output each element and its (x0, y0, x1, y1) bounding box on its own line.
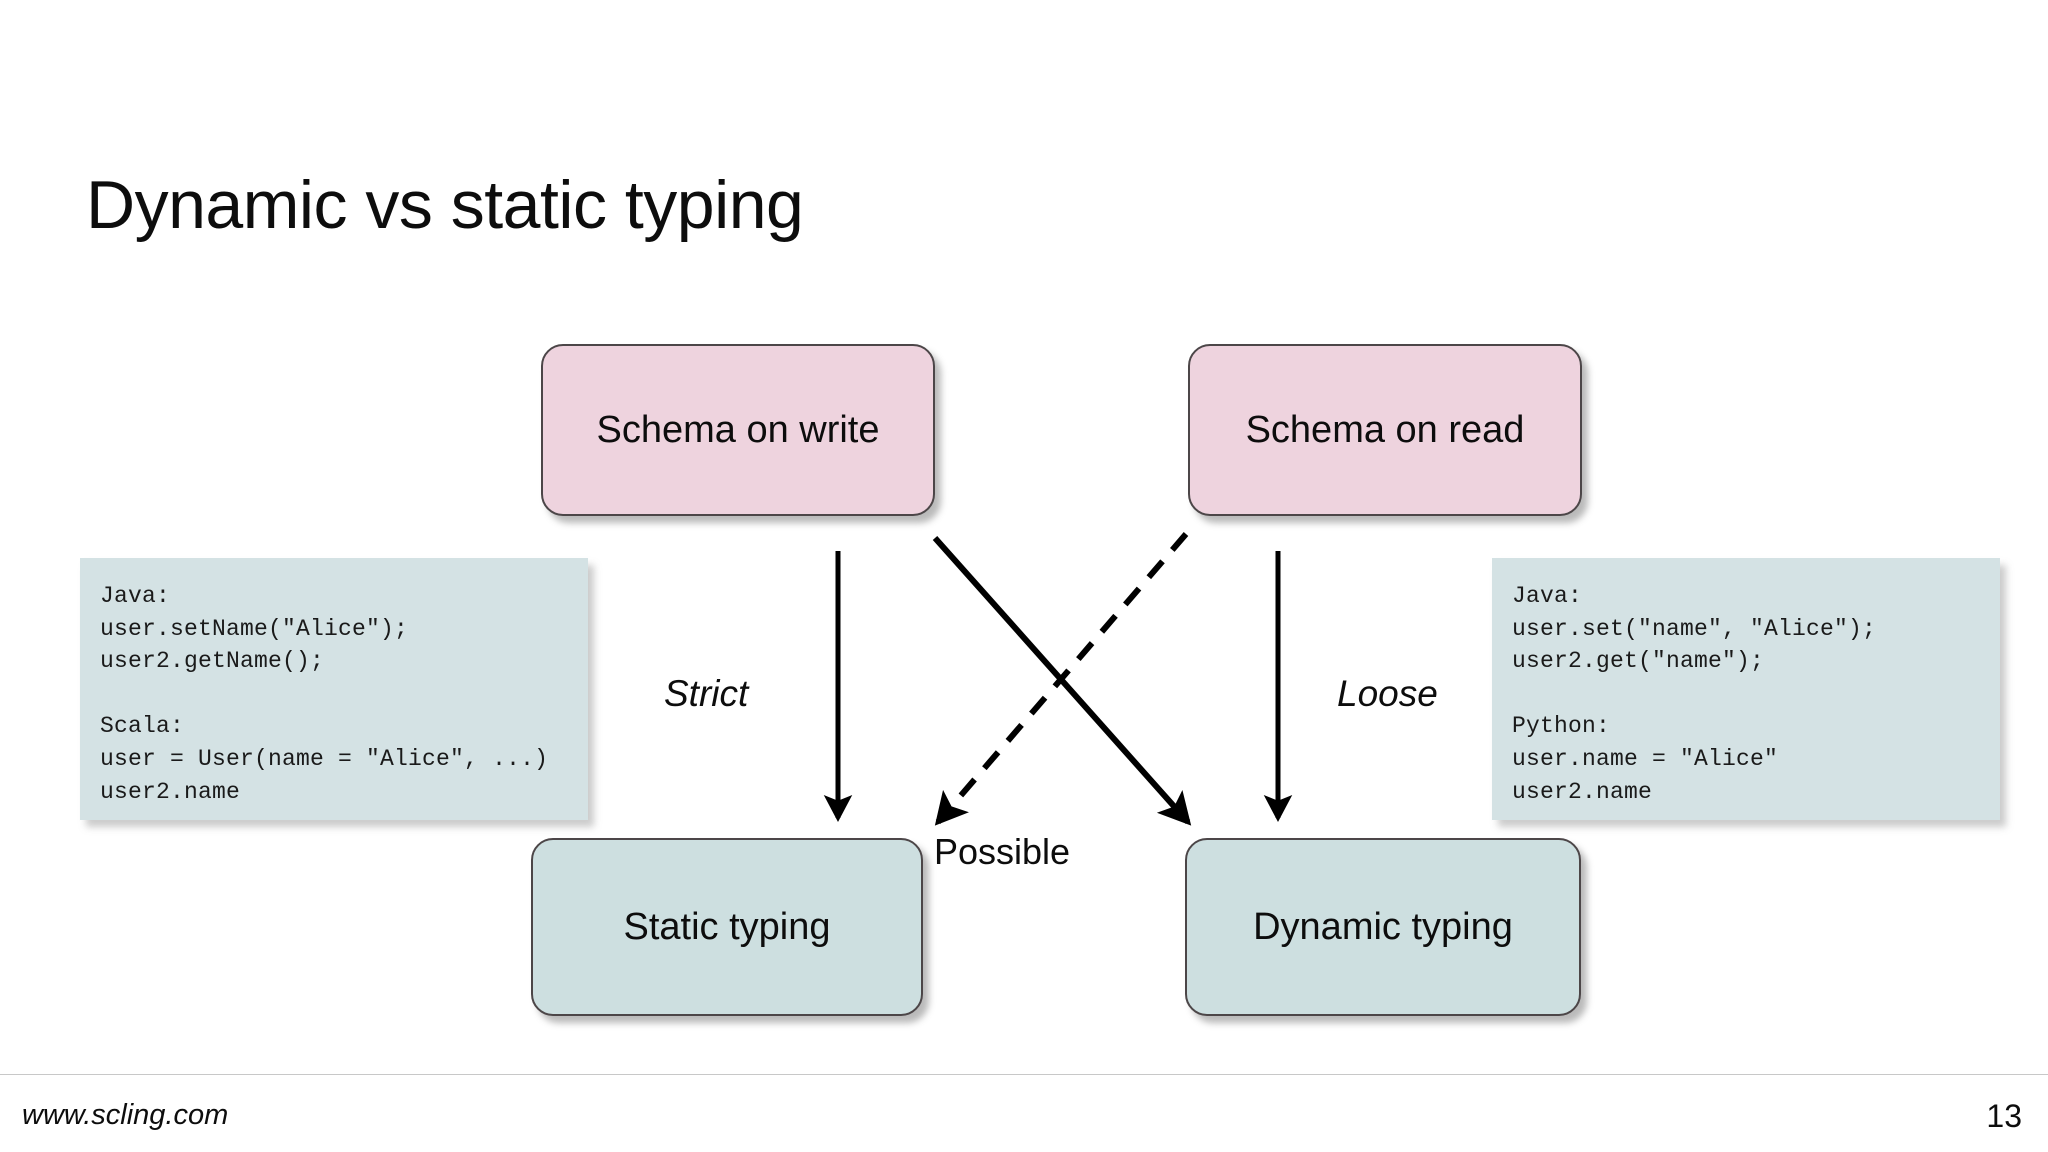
flow-box-schema-on-write[interactable]: Schema on write (541, 344, 935, 516)
code-callout-static-typing: Java: user.setName("Alice"); user2.getNa… (80, 558, 588, 820)
footer-divider (0, 1074, 2048, 1075)
flow-box-schema-on-read[interactable]: Schema on read (1188, 344, 1582, 516)
flow-box-label: Schema on read (1245, 409, 1525, 451)
edge-label-loose: Loose (1337, 673, 1438, 714)
code-callout-dynamic-typing: Java: user.set("name", "Alice"); user2.g… (1492, 558, 2000, 820)
edge-label-possible: Possible (934, 831, 1071, 872)
flow-box-label: Schema on write (596, 409, 880, 451)
edge-label-strict: Strict (664, 673, 749, 714)
flow-box-label: Static typing (623, 906, 831, 948)
arrow-read-to-static (934, 532, 1189, 826)
flow-box-label: Dynamic typing (1253, 906, 1513, 948)
flow-box-static-typing[interactable]: Static typing (531, 838, 923, 1016)
flow-box-dynamic-typing[interactable]: Dynamic typing (1185, 838, 1581, 1016)
page-number: 13 (1986, 1098, 2022, 1134)
arrow-write-to-dynamic (932, 536, 1192, 826)
page-title: Dynamic vs static typing (86, 166, 804, 243)
footer-url[interactable]: www.scling.com (22, 1099, 229, 1131)
